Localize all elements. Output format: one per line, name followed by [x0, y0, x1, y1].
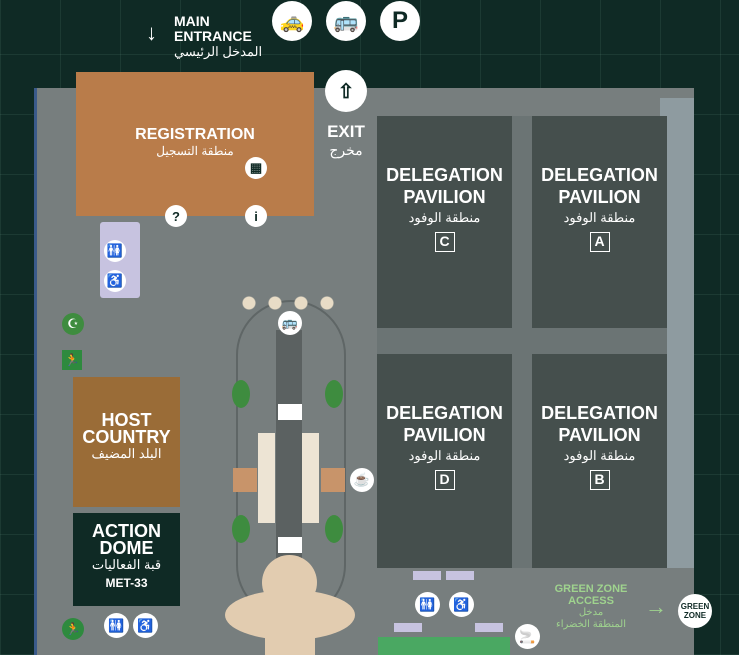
host-country-label: HOST — [101, 410, 152, 430]
bus-icon[interactable]: 🚌 — [326, 1, 366, 41]
planter — [325, 380, 343, 408]
exit-text: EXIT — [327, 122, 365, 141]
emergency-exit-icon: 🏃 — [62, 618, 84, 640]
pavilion-arabic: منطقة الوفود — [408, 448, 481, 463]
entrance-arrow-icon: ↓ — [146, 20, 157, 45]
green-zone-arabic: مدخل — [578, 607, 604, 618]
registration-arabic: منطقة التسجيل — [156, 144, 234, 158]
planter — [232, 380, 250, 408]
emergency-exit-icon: 🏃 — [62, 350, 82, 370]
entrance-arabic: المدخل الرئيسي — [174, 44, 263, 59]
kiosk-row — [258, 433, 275, 523]
shuttle-icon[interactable]: 🚌 — [278, 311, 302, 335]
toilet-icon: 🚻 — [415, 592, 440, 617]
badge-icon: ▦ — [245, 157, 267, 179]
exit-icon: ⇧ — [325, 70, 367, 112]
green-area — [378, 637, 510, 655]
main-entrance-label[interactable]: MAIN ENTRANCE المدخل الرئيسي — [174, 13, 263, 60]
registration-label: REGISTRATION — [135, 126, 255, 143]
pavilion-letter: C — [434, 232, 455, 252]
green-zone-access-title: GREEN ZONE — [554, 583, 628, 595]
arrow-right-icon: → — [645, 594, 667, 619]
help-desk-icon: ? — [165, 205, 187, 227]
green-zone-badge[interactable]: GREEN ZONE — [678, 594, 712, 628]
planter — [232, 515, 250, 543]
green-zone-arabic: المنطقة الخضراء — [556, 619, 626, 630]
kiosk-row — [302, 433, 319, 523]
entrance-title-1: MAIN — [174, 13, 210, 29]
crosswalk — [278, 537, 302, 553]
central-path — [276, 330, 302, 560]
pavilion-label: PAVILION — [403, 425, 486, 445]
crosswalk — [278, 404, 302, 420]
pavilion-label: DELEGATION — [386, 165, 503, 185]
toilet-icon: 🚻 — [104, 613, 129, 638]
entrance-title-2: ENTRANCE — [174, 28, 252, 44]
toilet-icon: 🚻 — [104, 240, 126, 262]
exit-label[interactable]: EXIT مخرج — [318, 122, 374, 159]
restroom-block — [475, 623, 503, 632]
green-zone-access-label[interactable]: GREEN ZONE ACCESS مدخل المنطقة الخضراء — [546, 583, 636, 631]
accessible-icon: ♿ — [449, 592, 474, 617]
pavilion-letter: B — [589, 470, 610, 490]
pavilion-label: DELEGATION — [541, 165, 658, 185]
action-dome-label: DOME — [99, 538, 154, 558]
cafe-icon[interactable]: ☕ — [350, 468, 374, 492]
pavilion-label: PAVILION — [558, 425, 641, 445]
parking-icon[interactable]: P — [380, 1, 420, 41]
planter — [325, 515, 343, 543]
action-dome-code: MET-33 — [105, 576, 148, 590]
restroom-block — [446, 571, 474, 580]
pavilion-letter: D — [434, 470, 455, 490]
action-dome-arabic: قبة الفعاليات — [91, 557, 162, 572]
pavilion-label: PAVILION — [558, 187, 641, 207]
action-dome-label: ACTION — [92, 521, 161, 541]
host-country-arabic: البلد المضيف — [91, 446, 162, 461]
restroom-block — [413, 571, 441, 580]
host-country-label: COUNTRY — [82, 427, 171, 447]
accessible-icon: ♿ — [133, 613, 158, 638]
seating-area — [233, 468, 257, 492]
pavilion-arabic: منطقة الوفود — [563, 210, 636, 225]
exit-arabic: مخرج — [329, 142, 363, 158]
pavilion-label: DELEGATION — [386, 403, 503, 423]
green-zone-access-title: ACCESS — [568, 595, 614, 607]
pavilion-arabic: منطقة الوفود — [408, 210, 481, 225]
registration-area[interactable]: REGISTRATION منطقة التسجيل — [76, 72, 314, 216]
flower-plaza — [265, 620, 315, 655]
pavilion-arabic: منطقة الوفود — [563, 448, 636, 463]
pavilion-letter: A — [589, 232, 610, 252]
pavilion-label: PAVILION — [403, 187, 486, 207]
taxi-icon[interactable]: 🚕 — [272, 1, 312, 41]
pavilion-label: DELEGATION — [541, 403, 658, 423]
info-icon[interactable]: i — [245, 205, 267, 227]
accessible-icon: ♿ — [104, 270, 126, 292]
smoking-area-icon: 🚬 — [515, 624, 540, 649]
seating-area — [321, 468, 345, 492]
green-zone-badge-text: GREEN — [680, 602, 710, 611]
restroom-block — [394, 623, 422, 632]
green-zone-badge-text: ZONE — [683, 611, 707, 620]
prayer-room-icon: ☪ — [62, 313, 84, 335]
